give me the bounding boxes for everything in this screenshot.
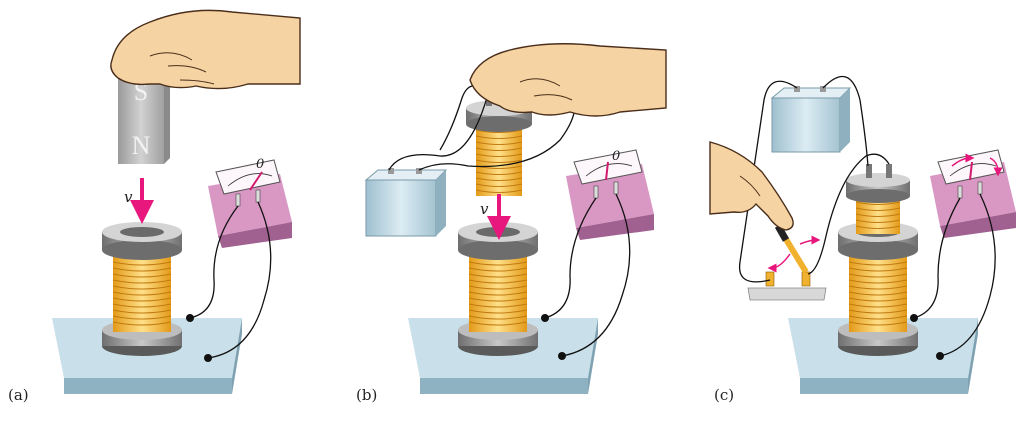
secondary-coil [846, 164, 910, 234]
switch-motion-arrow [767, 253, 791, 273]
galvanometer: 0 [208, 157, 292, 248]
panel-a: 0 S N v (a) [8, 9, 301, 404]
meter-zero-label: 0 [612, 149, 620, 164]
hand [110, 9, 301, 90]
switch-handle [774, 224, 790, 242]
velocity-label: v [124, 188, 133, 206]
switch [747, 224, 827, 301]
magnet-north-label: N [132, 131, 151, 160]
panel-b-label: (b) [356, 386, 377, 404]
galvanometer: 0 [566, 149, 654, 240]
hand [709, 141, 794, 231]
panel-b: 0 [356, 43, 667, 404]
switch-lever [781, 234, 809, 274]
panel-a-label: (a) [8, 386, 29, 404]
circuit-wires [544, 193, 631, 357]
needle-swing-arrow [989, 157, 1003, 177]
galvanometer [930, 149, 1016, 238]
meter-needle [605, 161, 609, 181]
velocity-label: v [480, 200, 489, 218]
meter-needle [969, 161, 973, 181]
hand [469, 43, 667, 117]
primary-solenoid-coil [458, 222, 538, 356]
solenoid-coil [102, 222, 182, 356]
switch-motion-arrow [799, 235, 821, 245]
circuit-wires [189, 201, 272, 359]
panel-c-label: (c) [714, 386, 734, 404]
circuit-wires [913, 193, 996, 357]
meter-needle [249, 171, 263, 191]
battery [364, 168, 448, 237]
needle-swing-arrow [951, 153, 975, 167]
primary-solenoid-coil [838, 222, 918, 356]
meter-zero-label: 0 [256, 157, 264, 172]
battery [770, 86, 852, 153]
panel-c: (c) [709, 75, 1016, 404]
